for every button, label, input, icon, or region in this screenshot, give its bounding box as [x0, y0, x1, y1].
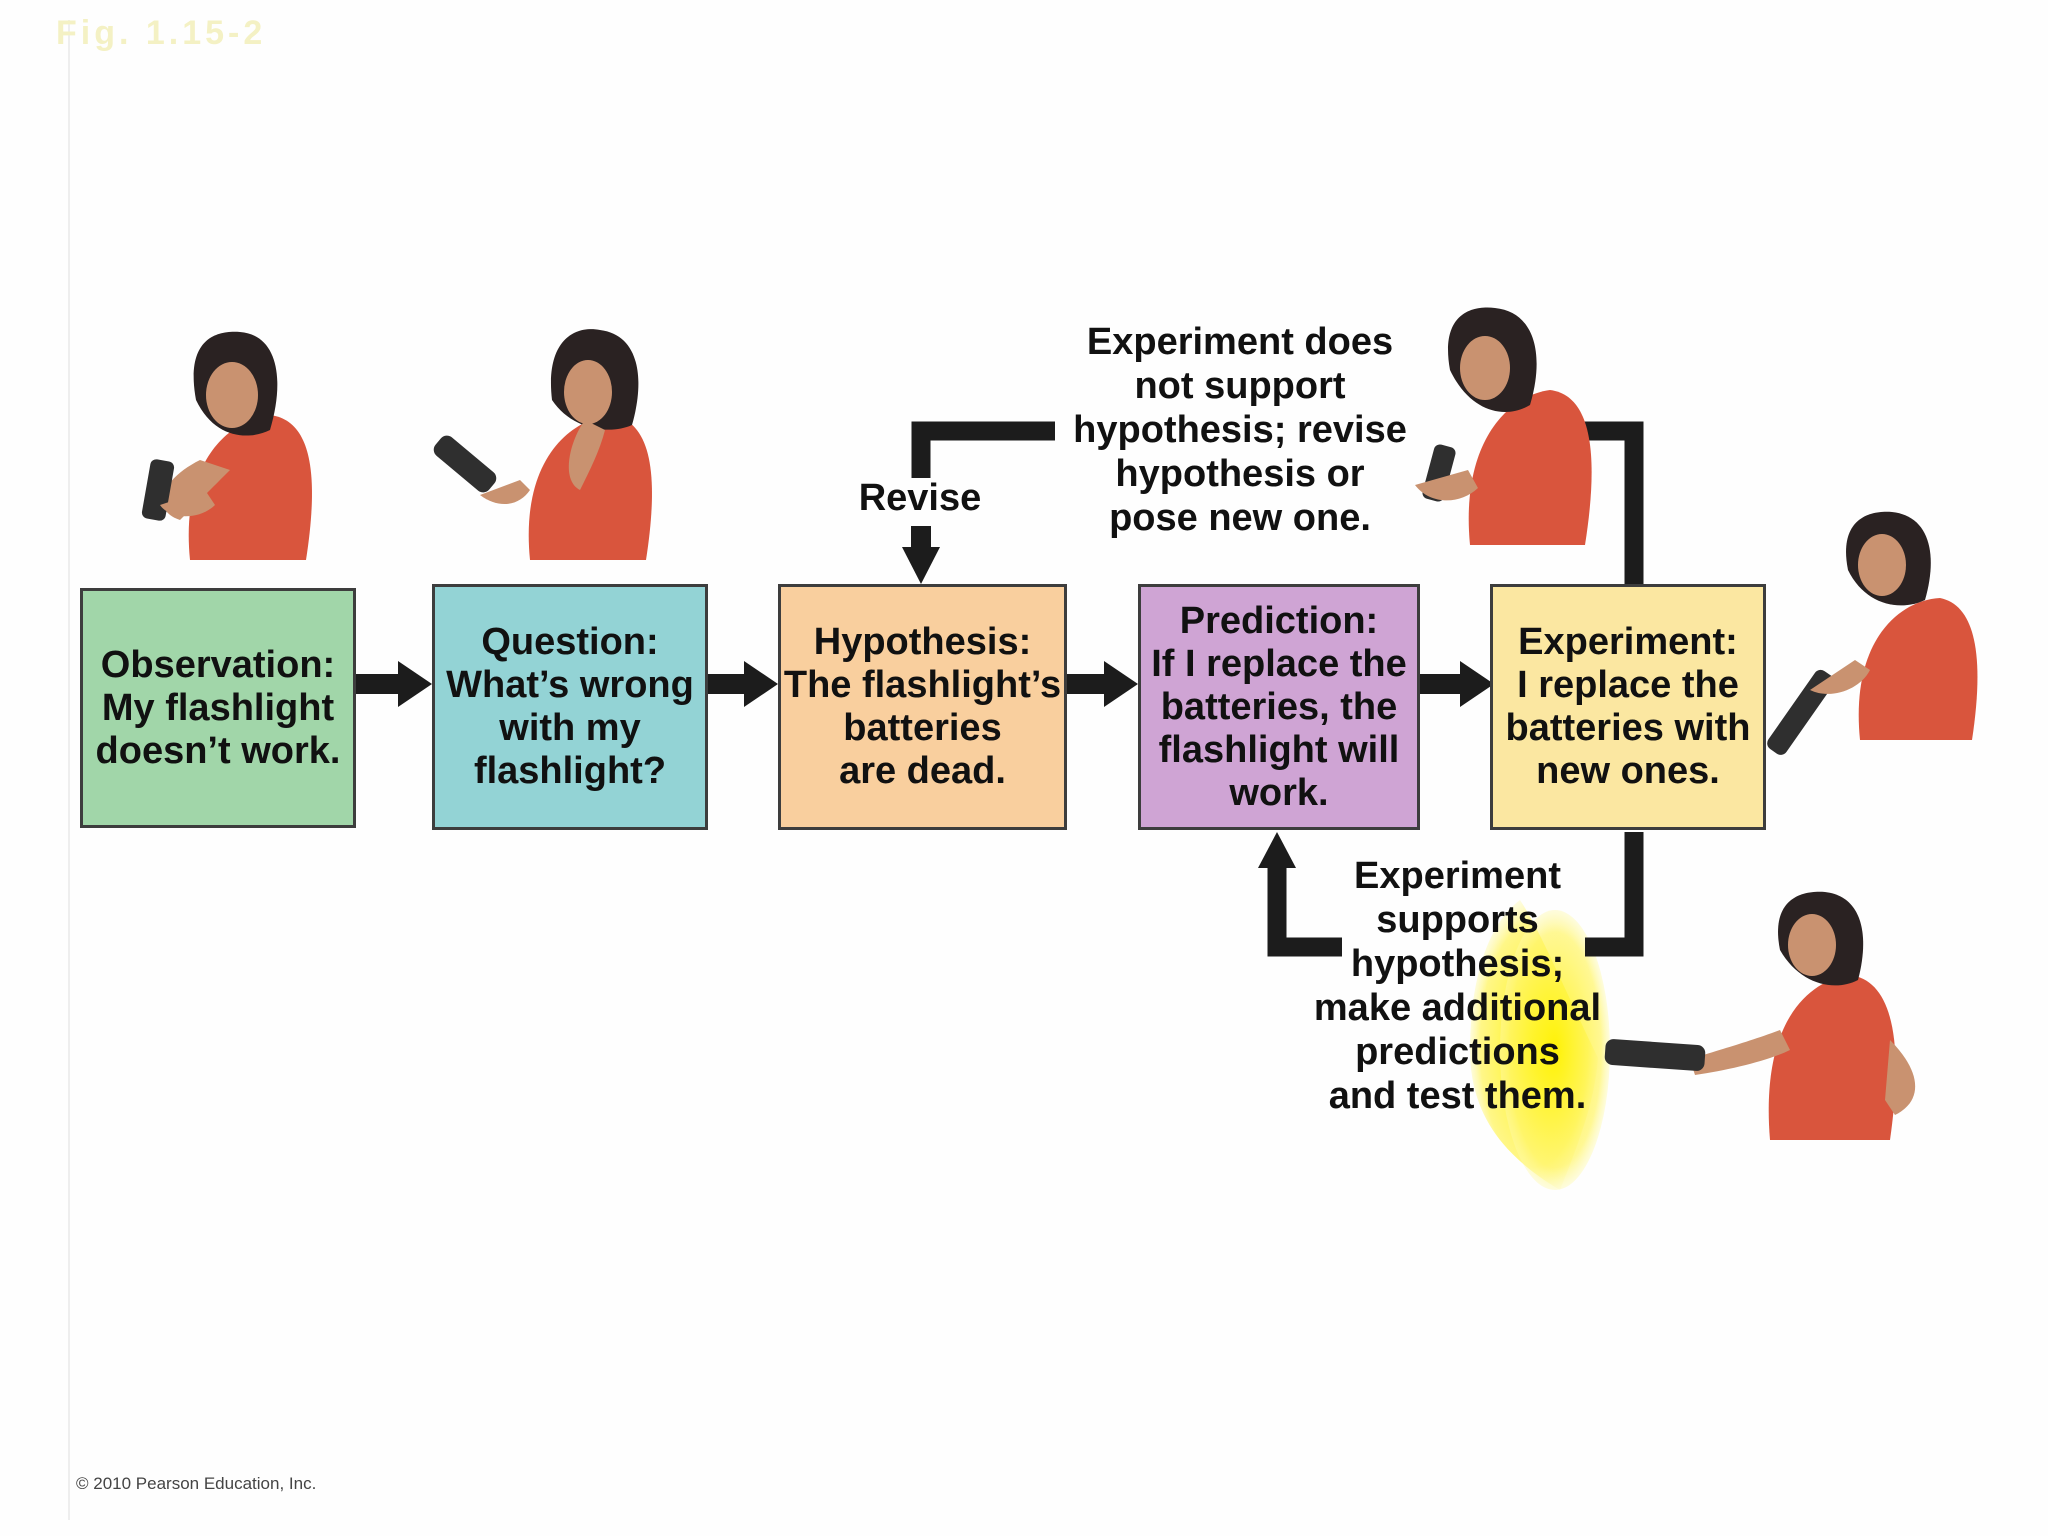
support-loop-arrow	[1267, 832, 1644, 957]
step-text-prediction: Prediction: If I replace the batteries, …	[1151, 599, 1407, 814]
woman-looking-at-flashlight-illustration	[141, 331, 312, 560]
step-box-observation: Observation: My flashlight doesn’t work.	[80, 588, 356, 828]
figure-label: Fig. 1.15-2	[56, 14, 267, 52]
not-supported-label: Experiment does not support hypothesis; …	[1073, 321, 1407, 539]
arrow-question-to-hypothesis	[708, 661, 778, 707]
step-box-prediction: Prediction: If I replace the batteries, …	[1138, 584, 1420, 830]
step-box-hypothesis: Hypothesis: The flashlight’s batteries a…	[778, 584, 1067, 830]
step-text-experiment: Experiment: I replace the batteries with…	[1505, 621, 1751, 792]
page-edge-line	[68, 20, 70, 1520]
woman-replacing-batteries-illustration	[1767, 511, 1978, 755]
woman-wondering-with-flashlight-illustration	[433, 329, 652, 560]
woman-shining-flashlight-illustration	[1604, 891, 1916, 1140]
woman-opening-flashlight-illustration	[1415, 307, 1592, 545]
step-text-observation: Observation: My flashlight doesn’t work.	[95, 643, 341, 772]
step-text-question: Question: What’s wrong with my flashligh…	[446, 621, 694, 792]
light-beam-glow	[1500, 910, 1610, 1190]
support-arrowhead	[1258, 832, 1296, 868]
step-box-question: Question: What’s wrong with my flashligh…	[432, 584, 708, 830]
step-box-experiment: Experiment: I replace the batteries with…	[1490, 584, 1766, 830]
arrow-observation-to-question	[356, 661, 432, 707]
arrow-prediction-to-experiment	[1420, 661, 1494, 707]
revise-arrowhead	[902, 547, 940, 584]
step-text-hypothesis: Hypothesis: The flashlight’s batteries a…	[783, 621, 1062, 792]
arrow-hypothesis-to-prediction	[1067, 661, 1138, 707]
revise-label: Revise	[858, 477, 982, 519]
copyright-notice: © 2010 Pearson Education, Inc.	[76, 1474, 317, 1493]
flow-arrows	[356, 661, 1494, 707]
revise-arrow-shaft	[911, 526, 931, 550]
supported-label: Experiment supports hypothesis; make add…	[1313, 855, 1602, 1117]
revise-loop-arrow	[911, 421, 1644, 584]
